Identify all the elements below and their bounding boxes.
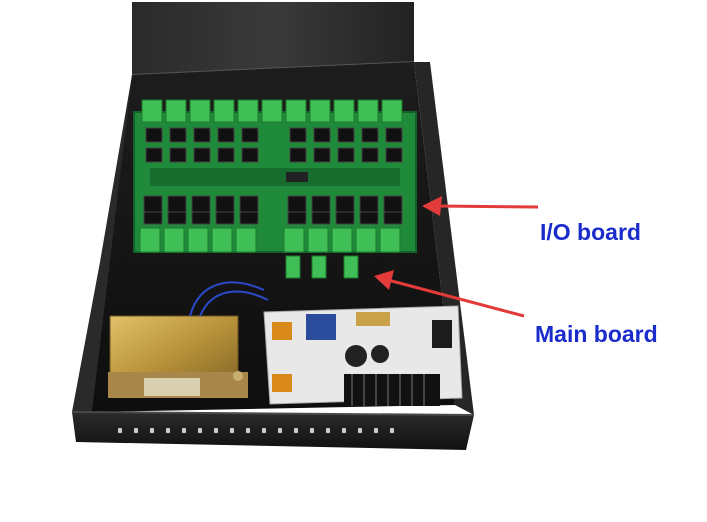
transformer bbox=[108, 281, 269, 398]
io-board-label: I/O board bbox=[540, 219, 641, 245]
main-board bbox=[263, 305, 463, 406]
io-relay-board bbox=[133, 99, 417, 279]
vent-slots bbox=[118, 428, 394, 433]
io-board-arrow bbox=[422, 196, 539, 216]
main-board-arrow bbox=[374, 270, 525, 318]
main-board-label: Main board bbox=[535, 321, 658, 347]
